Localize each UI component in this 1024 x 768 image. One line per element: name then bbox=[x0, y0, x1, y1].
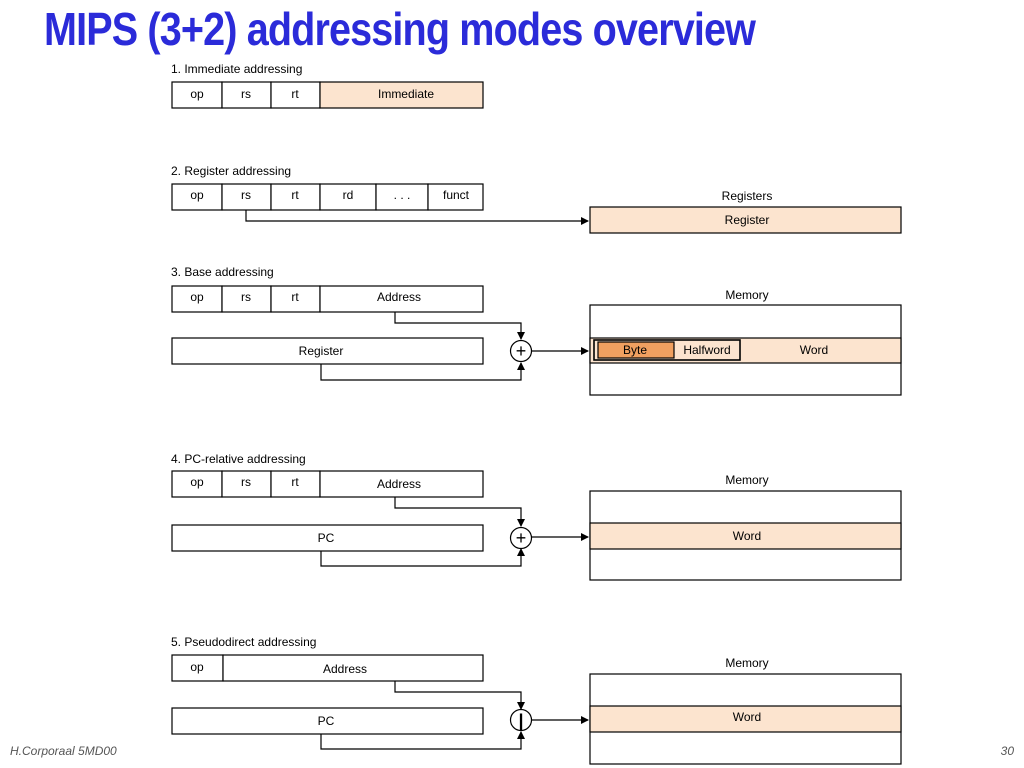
memory-word-row bbox=[589, 705, 902, 733]
mode2-label: 2. Register addressing bbox=[171, 164, 291, 178]
field-rt: rt bbox=[291, 290, 299, 304]
memory-word-row bbox=[589, 522, 902, 550]
concat-symbol: | bbox=[518, 711, 523, 731]
field-address: Address bbox=[377, 477, 421, 491]
field-rd: rd bbox=[343, 188, 354, 202]
word-label: Word bbox=[800, 343, 828, 357]
registers-title: Registers bbox=[722, 189, 773, 203]
register-file-cell bbox=[589, 206, 902, 234]
halfword-label: Halfword bbox=[683, 343, 730, 357]
mode3-address-arrow bbox=[394, 312, 525, 340]
base-register-box bbox=[171, 337, 484, 365]
field-rt: rt bbox=[291, 475, 299, 489]
page-title: MIPS (3+2) addressing modes overview bbox=[44, 3, 756, 55]
base-register-label: Register bbox=[299, 344, 344, 358]
field-rs: rs bbox=[241, 475, 251, 489]
adder-icon bbox=[509, 339, 533, 363]
byte-cell bbox=[597, 341, 675, 359]
footer-author: H.Corporaal 5MD00 bbox=[10, 744, 117, 758]
mode3-label: 3. Base addressing bbox=[171, 265, 274, 279]
mode3-register-arrow bbox=[320, 362, 525, 381]
adder-icon bbox=[509, 526, 533, 550]
mode4-pc-arrow bbox=[320, 548, 525, 567]
byte-label: Byte bbox=[623, 343, 647, 357]
field-address: Address bbox=[323, 662, 367, 676]
field-rs: rs bbox=[241, 188, 251, 202]
halfword-cell bbox=[593, 339, 741, 361]
field-op: op bbox=[190, 290, 204, 304]
mode3-instruction: op rs rt Address bbox=[171, 285, 484, 313]
memory-title: Memory bbox=[725, 473, 768, 487]
register-cell-label: Register bbox=[725, 213, 770, 227]
field-shamt: . . . bbox=[394, 188, 411, 202]
pc-label: PC bbox=[318, 714, 335, 728]
mode4-address-arrow bbox=[394, 497, 525, 527]
pc-box bbox=[171, 524, 484, 552]
field-op: op bbox=[190, 660, 204, 674]
field-rt: rt bbox=[291, 87, 299, 101]
mode1-instruction: op rs rt Immediate bbox=[171, 81, 484, 109]
mode4-label: 4. PC-relative addressing bbox=[171, 452, 306, 466]
field-op: op bbox=[190, 188, 204, 202]
field-immediate: Immediate bbox=[378, 87, 434, 101]
pc-label: PC bbox=[318, 531, 335, 545]
field-op: op bbox=[190, 475, 204, 489]
field-rt: rt bbox=[291, 188, 299, 202]
adder-symbol: + bbox=[516, 341, 527, 361]
field-op: op bbox=[190, 87, 204, 101]
word-label: Word bbox=[733, 710, 761, 724]
mode2-instruction: op rs rt rd . . . funct bbox=[171, 183, 484, 211]
adder-symbol: + bbox=[516, 528, 527, 548]
field-rs: rs bbox=[241, 87, 251, 101]
field-address: Address bbox=[377, 290, 421, 304]
mode5-pc-arrow bbox=[320, 731, 525, 750]
pc-box bbox=[171, 707, 484, 735]
mode2-arrow bbox=[245, 210, 589, 225]
mode5-instruction: op Address bbox=[171, 654, 484, 682]
mode5-address-arrow bbox=[394, 681, 525, 710]
mode1-label: 1. Immediate addressing bbox=[171, 62, 302, 76]
page-number: 30 bbox=[1000, 744, 1014, 758]
mode4-instruction: op rs rt Address bbox=[171, 470, 484, 498]
field-funct: funct bbox=[443, 188, 470, 202]
memory-title: Memory bbox=[725, 656, 768, 670]
mode5-label: 5. Pseudodirect addressing bbox=[171, 635, 316, 649]
concat-icon bbox=[509, 708, 533, 732]
memory-title: Memory bbox=[725, 288, 768, 302]
word-label: Word bbox=[733, 529, 761, 543]
field-rs: rs bbox=[241, 290, 251, 304]
